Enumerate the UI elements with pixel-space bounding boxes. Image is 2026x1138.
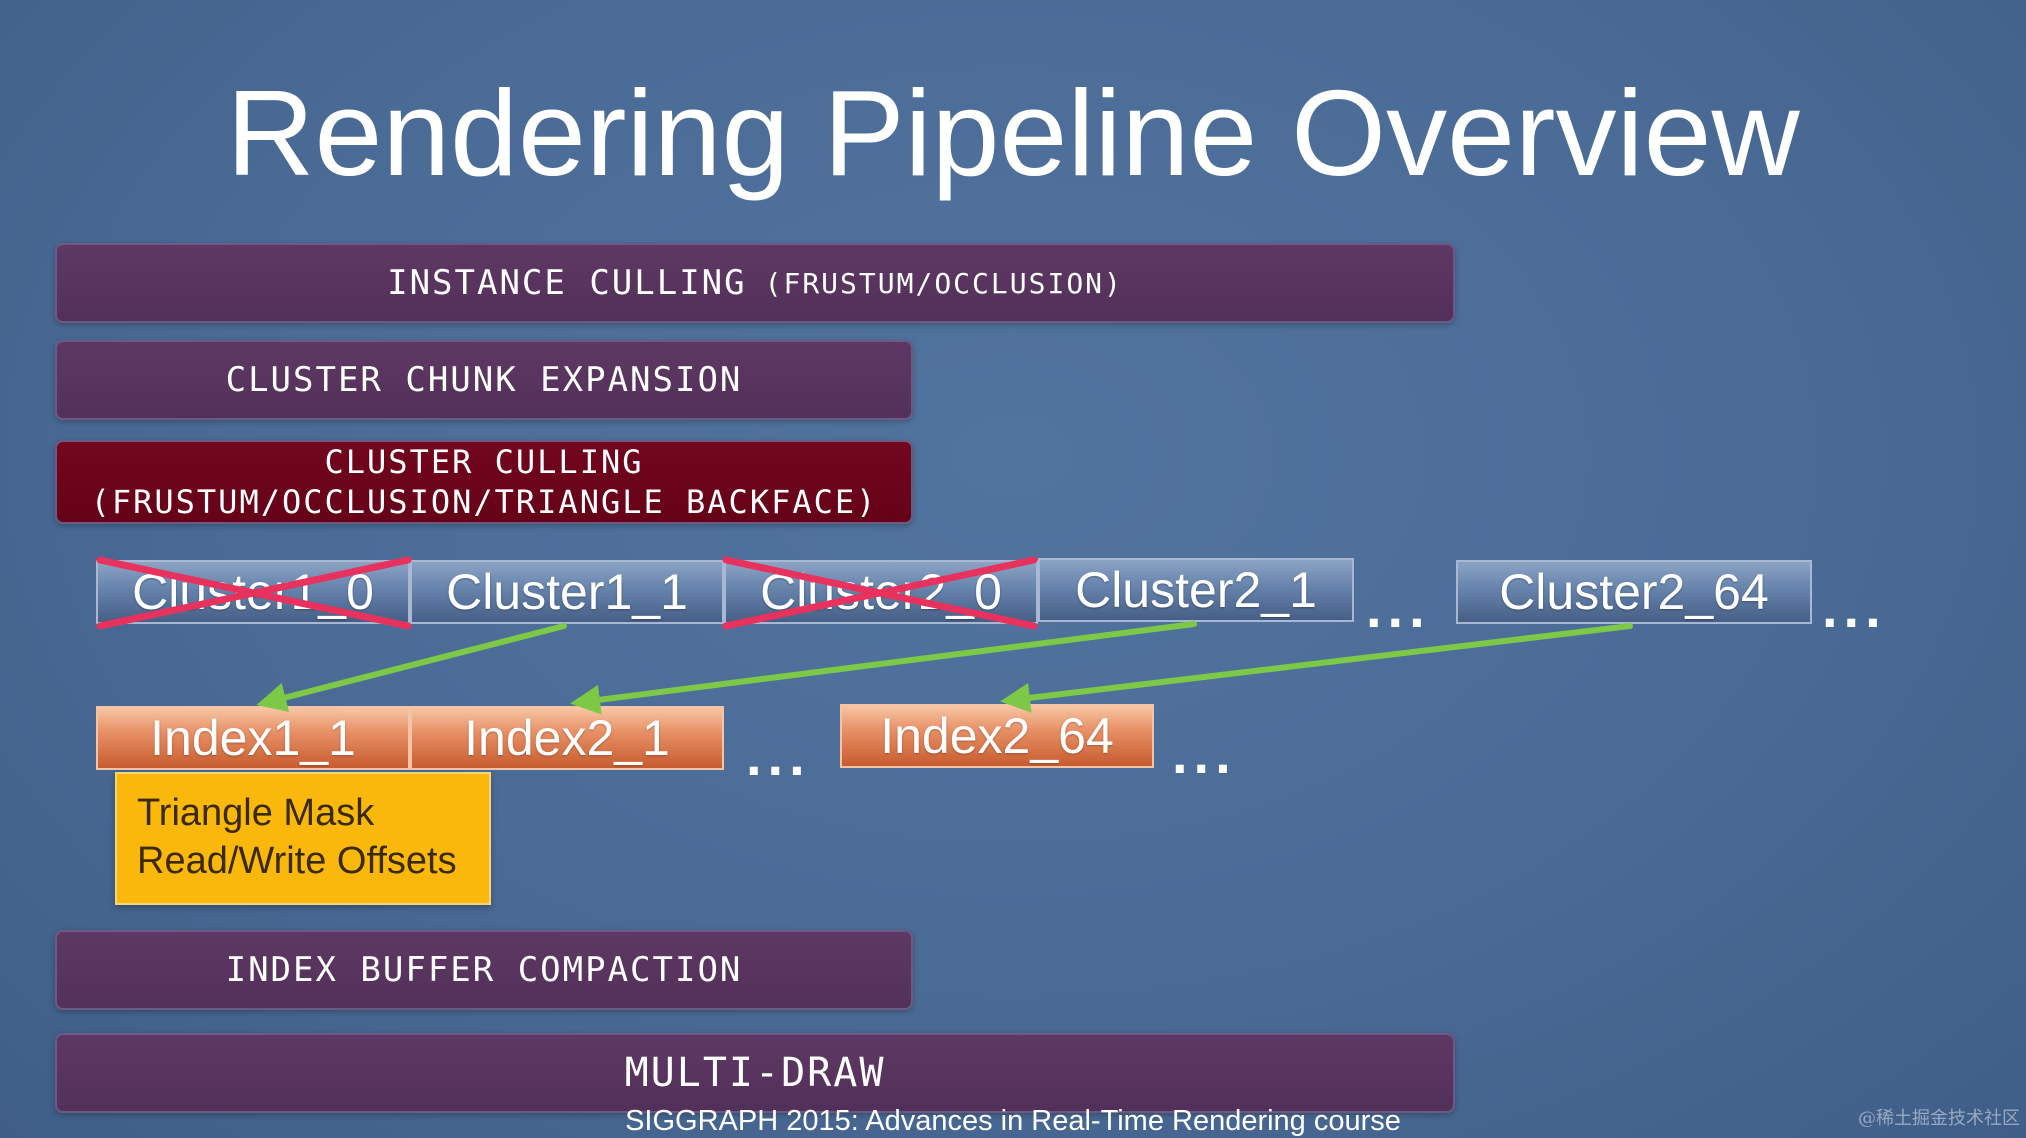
triangle-mask-note: Triangle Mask Read/Write Offsets [115,772,491,905]
arrow-cluster2-1-to-index2-1 [570,621,1197,715]
cluster-culling-label: CLUSTER CULLING [324,443,644,481]
index-ellipsis-2: ... [1172,722,1237,785]
multi-draw-stage: MULTI-DRAW [55,1033,1455,1113]
index-buffer-compaction-stage: INDEX BUFFER COMPACTION [55,930,913,1010]
cluster-ellipsis-1: ... [1366,576,1431,639]
instance-culling-stage: INSTANCE CULLING (FRUSTUM/OCCLUSION) [55,243,1455,323]
index-box-index1-1: Index1_1 [96,706,410,770]
cluster-chunk-expansion-stage: CLUSTER CHUNK EXPANSION [55,340,913,420]
instance-culling-label: INSTANCE CULLING [387,263,747,303]
cluster-box-cluster2-1: Cluster2_1 [1038,558,1354,622]
slide-title: Rendering Pipeline Overview [226,65,1800,201]
cluster-culling-sublabel: (FRUSTUM/OCCLUSION/TRIANGLE BACKFACE) [90,483,878,521]
index-box-index2-1: Index2_1 [410,706,724,770]
triangle-mask-line2: Read/Write Offsets [137,839,457,882]
watermark: @稀土掘金技术社区 [1858,1108,2020,1129]
index-buffer-compaction-label: INDEX BUFFER COMPACTION [225,950,743,990]
cluster-box-cluster1-1: Cluster1_1 [410,560,724,624]
triangle-mask-line1: Triangle Mask [137,792,375,834]
instance-culling-sublabel: (FRUSTUM/OCCLUSION) [764,266,1123,300]
index-ellipsis-1: ... [746,724,811,787]
cluster-box-cluster1-0: Cluster1_0 [96,560,410,624]
index-box-index2-64: Index2_64 [840,704,1154,768]
footer-credit: SIGGRAPH 2015: Advances in Real-Time Ren… [625,1105,1401,1137]
cluster-culling-stage: CLUSTER CULLING (FRUSTUM/OCCLUSION/TRIAN… [55,440,913,524]
arrow-cluster1-1-to-index1-1 [256,623,567,713]
cluster-ellipsis-2: ... [1822,576,1887,639]
cluster-chunk-expansion-label: CLUSTER CHUNK EXPANSION [225,360,743,400]
arrow-cluster2-64-to-index2-64 [1000,623,1633,713]
multi-draw-label: MULTI-DRAW [624,1050,886,1096]
cluster-box-cluster2-64: Cluster2_64 [1456,560,1812,624]
cluster-box-cluster2-0: Cluster2_0 [724,560,1038,624]
